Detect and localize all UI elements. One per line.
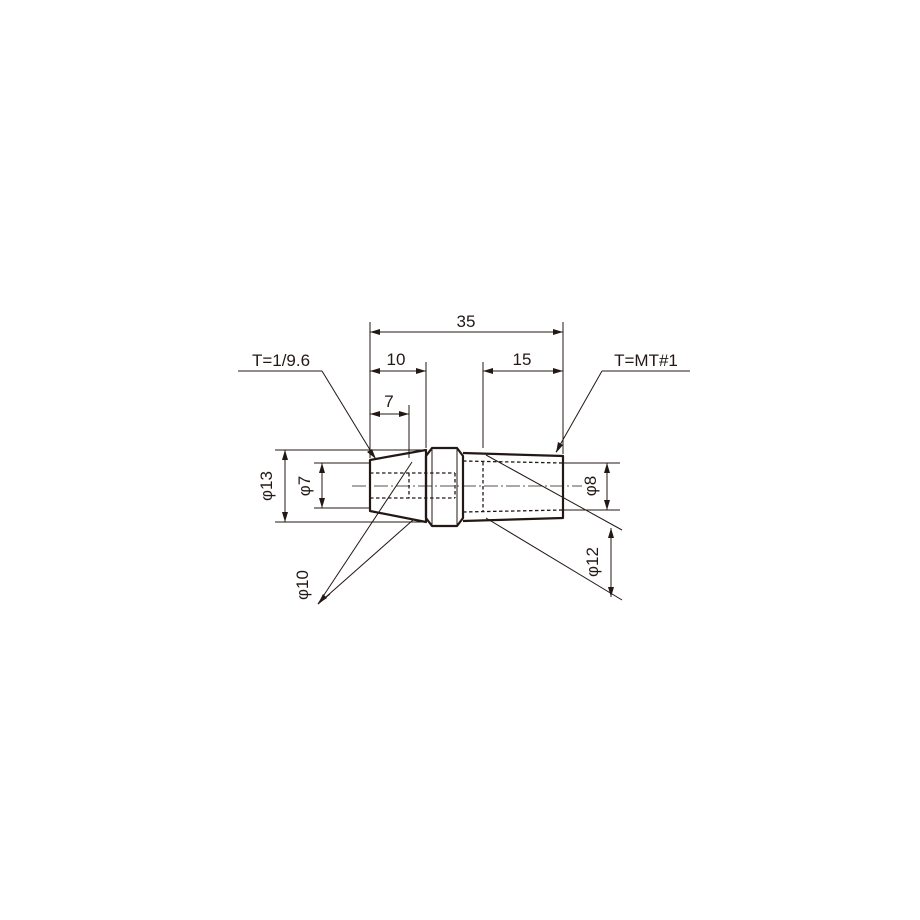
part-body <box>368 446 565 528</box>
dim-left-taper: 7 <box>370 392 410 458</box>
left-taper-spec-label: T=1/9.6 <box>252 351 310 370</box>
dim-right-taper: 15 <box>482 350 563 448</box>
dim-left-taper-label: 7 <box>384 392 393 411</box>
dim-left-section: 10 <box>370 350 427 448</box>
right-shank-outline <box>462 451 565 523</box>
dim-dia-13: φ13 <box>257 449 426 523</box>
dim-right-taper-label: 15 <box>513 350 532 369</box>
leader-right-taper-spec: T=MT#1 <box>555 351 690 453</box>
collar-outline <box>424 446 465 528</box>
dim-dia-7-label: φ7 <box>295 476 314 496</box>
dim-overall-length: 35 <box>369 312 564 458</box>
right-bore-bottom <box>462 509 564 513</box>
right-bore-top <box>462 460 564 464</box>
leader-left-taper-spec: T=1/9.6 <box>238 351 376 459</box>
dim-dia-7: φ7 <box>295 462 370 509</box>
right-taper-spec-label: T=MT#1 <box>614 351 678 370</box>
dim-dia-13-label: φ13 <box>257 471 276 501</box>
dim-dia-10: φ10 <box>293 461 414 605</box>
dim-dia-10-label: φ10 <box>293 570 312 600</box>
hidden-lines <box>370 460 564 513</box>
dim-dia-8: φ8 <box>563 462 620 511</box>
dim-overall-length-label: 35 <box>457 312 476 331</box>
dim-dia-8-label: φ8 <box>581 476 600 496</box>
dim-dia-12: φ12 <box>485 454 623 601</box>
dim-dia-12-label: φ12 <box>583 547 602 577</box>
dim-left-section-label: 10 <box>387 350 406 369</box>
